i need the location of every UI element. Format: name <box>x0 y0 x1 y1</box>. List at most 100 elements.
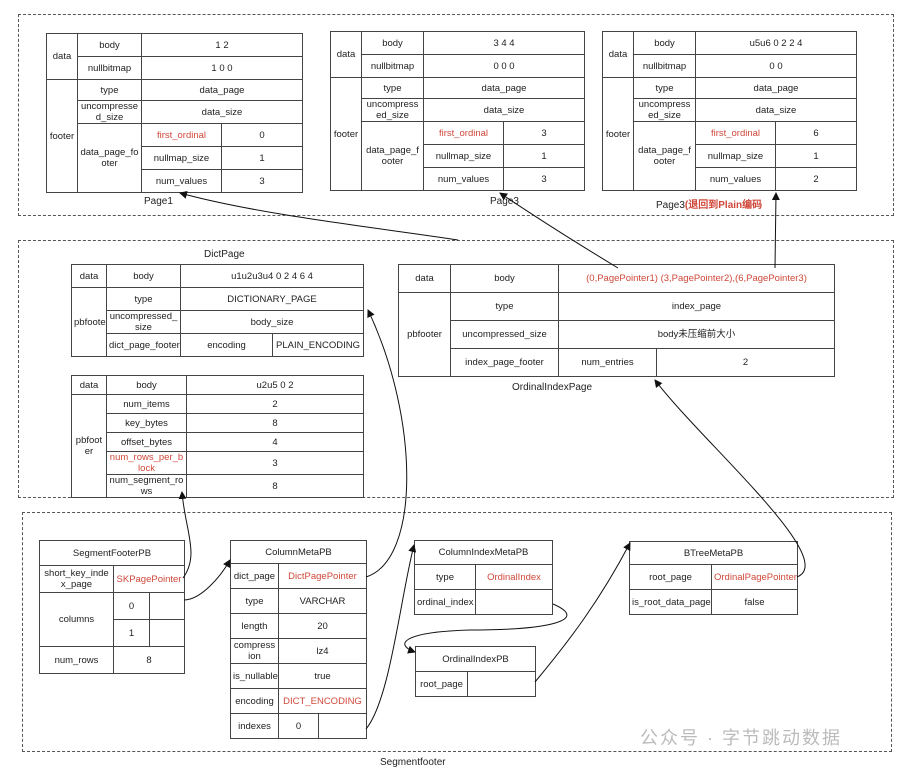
type-label: type <box>633 77 696 99</box>
ordinal-index-label: ordinal_index <box>414 589 476 615</box>
type-value: data_page <box>141 79 303 101</box>
compression-label: compression <box>230 638 279 664</box>
page1-table: data body 1 2 nullbitmap 1 0 0 footer ty… <box>46 33 303 193</box>
dict-page-label: dict_page <box>230 563 279 589</box>
nullmap-size-value: 1 <box>774 144 858 168</box>
page2-caption: Page3 <box>490 196 519 207</box>
first-ordinal-value: 0 <box>221 123 303 147</box>
type-value: index_page <box>558 292 835 321</box>
uncompressed-size-value: data_size <box>141 100 303 124</box>
indexes-label: indexes <box>230 713 279 739</box>
page3-caption-title: Page3 <box>656 200 685 211</box>
column-1: 1 <box>113 619 150 647</box>
ordinal-index-pb-table: OrdinalIndexPB root_page <box>414 646 537 697</box>
watermark: 公众号 · 字节跳动数据 <box>640 728 842 748</box>
length-label: length <box>230 613 279 639</box>
short-key-index-page-label: short_key_index_page <box>39 565 114 593</box>
num-entries-label: num_entries <box>558 348 657 377</box>
footer-label: footer <box>330 77 362 191</box>
num-values-value: 2 <box>774 167 858 191</box>
segment-footer-caption: Segmentfooter <box>380 757 446 768</box>
data-page-footer-label: data_page_footer <box>633 121 696 191</box>
type-value: DICTIONARY_PAGE <box>179 287 365 311</box>
body-value: (0,PagePointer1) (3,PagePointer2),(6,Pag… <box>558 264 835 293</box>
num-rows-label: num_rows <box>39 646 114 674</box>
type-value: data_page <box>422 77 586 99</box>
ordinal-index-page-table: data body (0,PagePointer1) (3,PagePointe… <box>398 264 835 377</box>
ordinal-index-page-caption: OrdinalIndexPage <box>512 382 593 393</box>
type-label: type <box>450 292 559 321</box>
uncompressed-size-label: uncompressed_size <box>106 310 181 334</box>
column-index-meta-pb-title: ColumnIndexMetaPB <box>414 540 553 565</box>
data-page-footer-label: data_page_footer <box>77 123 142 193</box>
nullmap-size-label: nullmap_size <box>423 144 504 168</box>
body-value: u5u6 0 2 2 4 <box>694 31 858 55</box>
offset-bytes-value: 4 <box>186 432 364 452</box>
type-label: type <box>361 77 424 99</box>
body-label: body <box>106 375 187 395</box>
page3-caption: Page3(退回到Plain编码 <box>656 196 762 211</box>
first-ordinal-value: 3 <box>502 121 586 145</box>
root-page-label: root_page <box>415 671 468 697</box>
root-page-pointer <box>466 671 537 697</box>
footer-label: footer <box>46 79 78 193</box>
key-bytes-label: key_bytes <box>106 413 187 433</box>
ordinal-index-pointer <box>475 589 553 615</box>
uncompressed-size-label: uncompressed_size <box>633 98 696 122</box>
body-value: 3 4 4 <box>422 31 586 55</box>
encoding-label: encoding <box>180 333 273 357</box>
pbfooter-label: pbfooter <box>398 292 451 377</box>
pbfooter-label: pbfooter <box>71 287 107 357</box>
data-label: data <box>71 375 107 395</box>
nullmap-size-value: 1 <box>502 144 586 168</box>
column-meta-pb-table: ColumnMetaPB dict_page DictPagePointer t… <box>230 540 367 739</box>
data-label: data <box>602 31 634 78</box>
dictpage-caption: DictPage <box>204 249 245 260</box>
root-page-value: OrdinalPagePointer <box>711 564 798 590</box>
num-rows-value: 8 <box>113 646 185 674</box>
btree-meta-pb-table: BTreeMetaPB root_page OrdinalPagePointer… <box>629 541 798 615</box>
index-pages-region <box>18 240 894 498</box>
uncompressed-size-value: data_size <box>694 98 858 122</box>
offset-bytes-label: offset_bytes <box>106 432 187 452</box>
key-bytes-value: 8 <box>186 413 364 433</box>
num-entries-value: 2 <box>656 348 835 377</box>
segment-footer-pb-title: SegmentFooterPB <box>39 540 185 566</box>
encoding-label: encoding <box>230 688 279 714</box>
segment-footer-pb-table: SegmentFooterPB short_key_index_page SKP… <box>39 540 185 674</box>
encoding-value: PLAIN_ENCODING <box>271 333 365 357</box>
root-page-label: root_page <box>629 564 712 590</box>
nullbitmap-label: nullbitmap <box>77 56 142 80</box>
num-items-value: 2 <box>186 394 364 414</box>
uncompressed-size-label: uncompressed_size <box>361 98 424 122</box>
type-label: type <box>230 588 279 614</box>
uncompressed-size-value: body未压缩前大小 <box>558 320 835 349</box>
btree-meta-pb-title: BTreeMetaPB <box>629 541 798 565</box>
dictpage2-table: data body u2u5 0 2 pbfooter num_items 2 … <box>71 375 364 498</box>
body-value: u2u5 0 2 <box>186 375 364 395</box>
is-nullable-label: is_nullable <box>230 663 279 689</box>
page2-table: data body 3 4 4 nullbitmap 0 0 0 footer … <box>330 31 586 191</box>
data-label: data <box>46 33 78 80</box>
footer-label: footer <box>602 77 634 191</box>
body-label: body <box>77 33 142 57</box>
first-ordinal-label: first_ordinal <box>695 121 776 145</box>
column-meta-pb-title: ColumnMetaPB <box>230 540 367 564</box>
page3-table: data body u5u6 0 2 2 4 nullbitmap 0 0 fo… <box>602 31 858 191</box>
type-value: data_page <box>694 77 858 99</box>
encoding-value: DICT_ENCODING <box>278 688 367 714</box>
uncompressed-size-label: uncompressed_size <box>77 100 142 124</box>
compression-value: lz4 <box>278 638 367 664</box>
short-key-index-page-value: SKPagePointer <box>113 565 185 593</box>
indexes-pointer <box>318 713 367 739</box>
is-root-data-page-label: is_root_data_page <box>629 589 712 615</box>
pbfooter-label: pbfooter <box>71 394 107 498</box>
dictpage-table: data body u1u2u3u4 0 2 4 6 4 pbfooter ty… <box>71 264 365 357</box>
column-index-meta-pb-table: ColumnIndexMetaPB type OrdinalIndex ordi… <box>414 540 553 615</box>
uncompressed-size-value: body_size <box>179 310 365 334</box>
ordinal-index-pb-title: OrdinalIndexPB <box>414 646 537 672</box>
type-label: type <box>106 287 181 311</box>
first-ordinal-value: 6 <box>774 121 858 145</box>
data-page-footer-label: data_page_footer <box>361 121 424 191</box>
num-rows-per-block-label: num_rows_per_block <box>106 451 187 475</box>
